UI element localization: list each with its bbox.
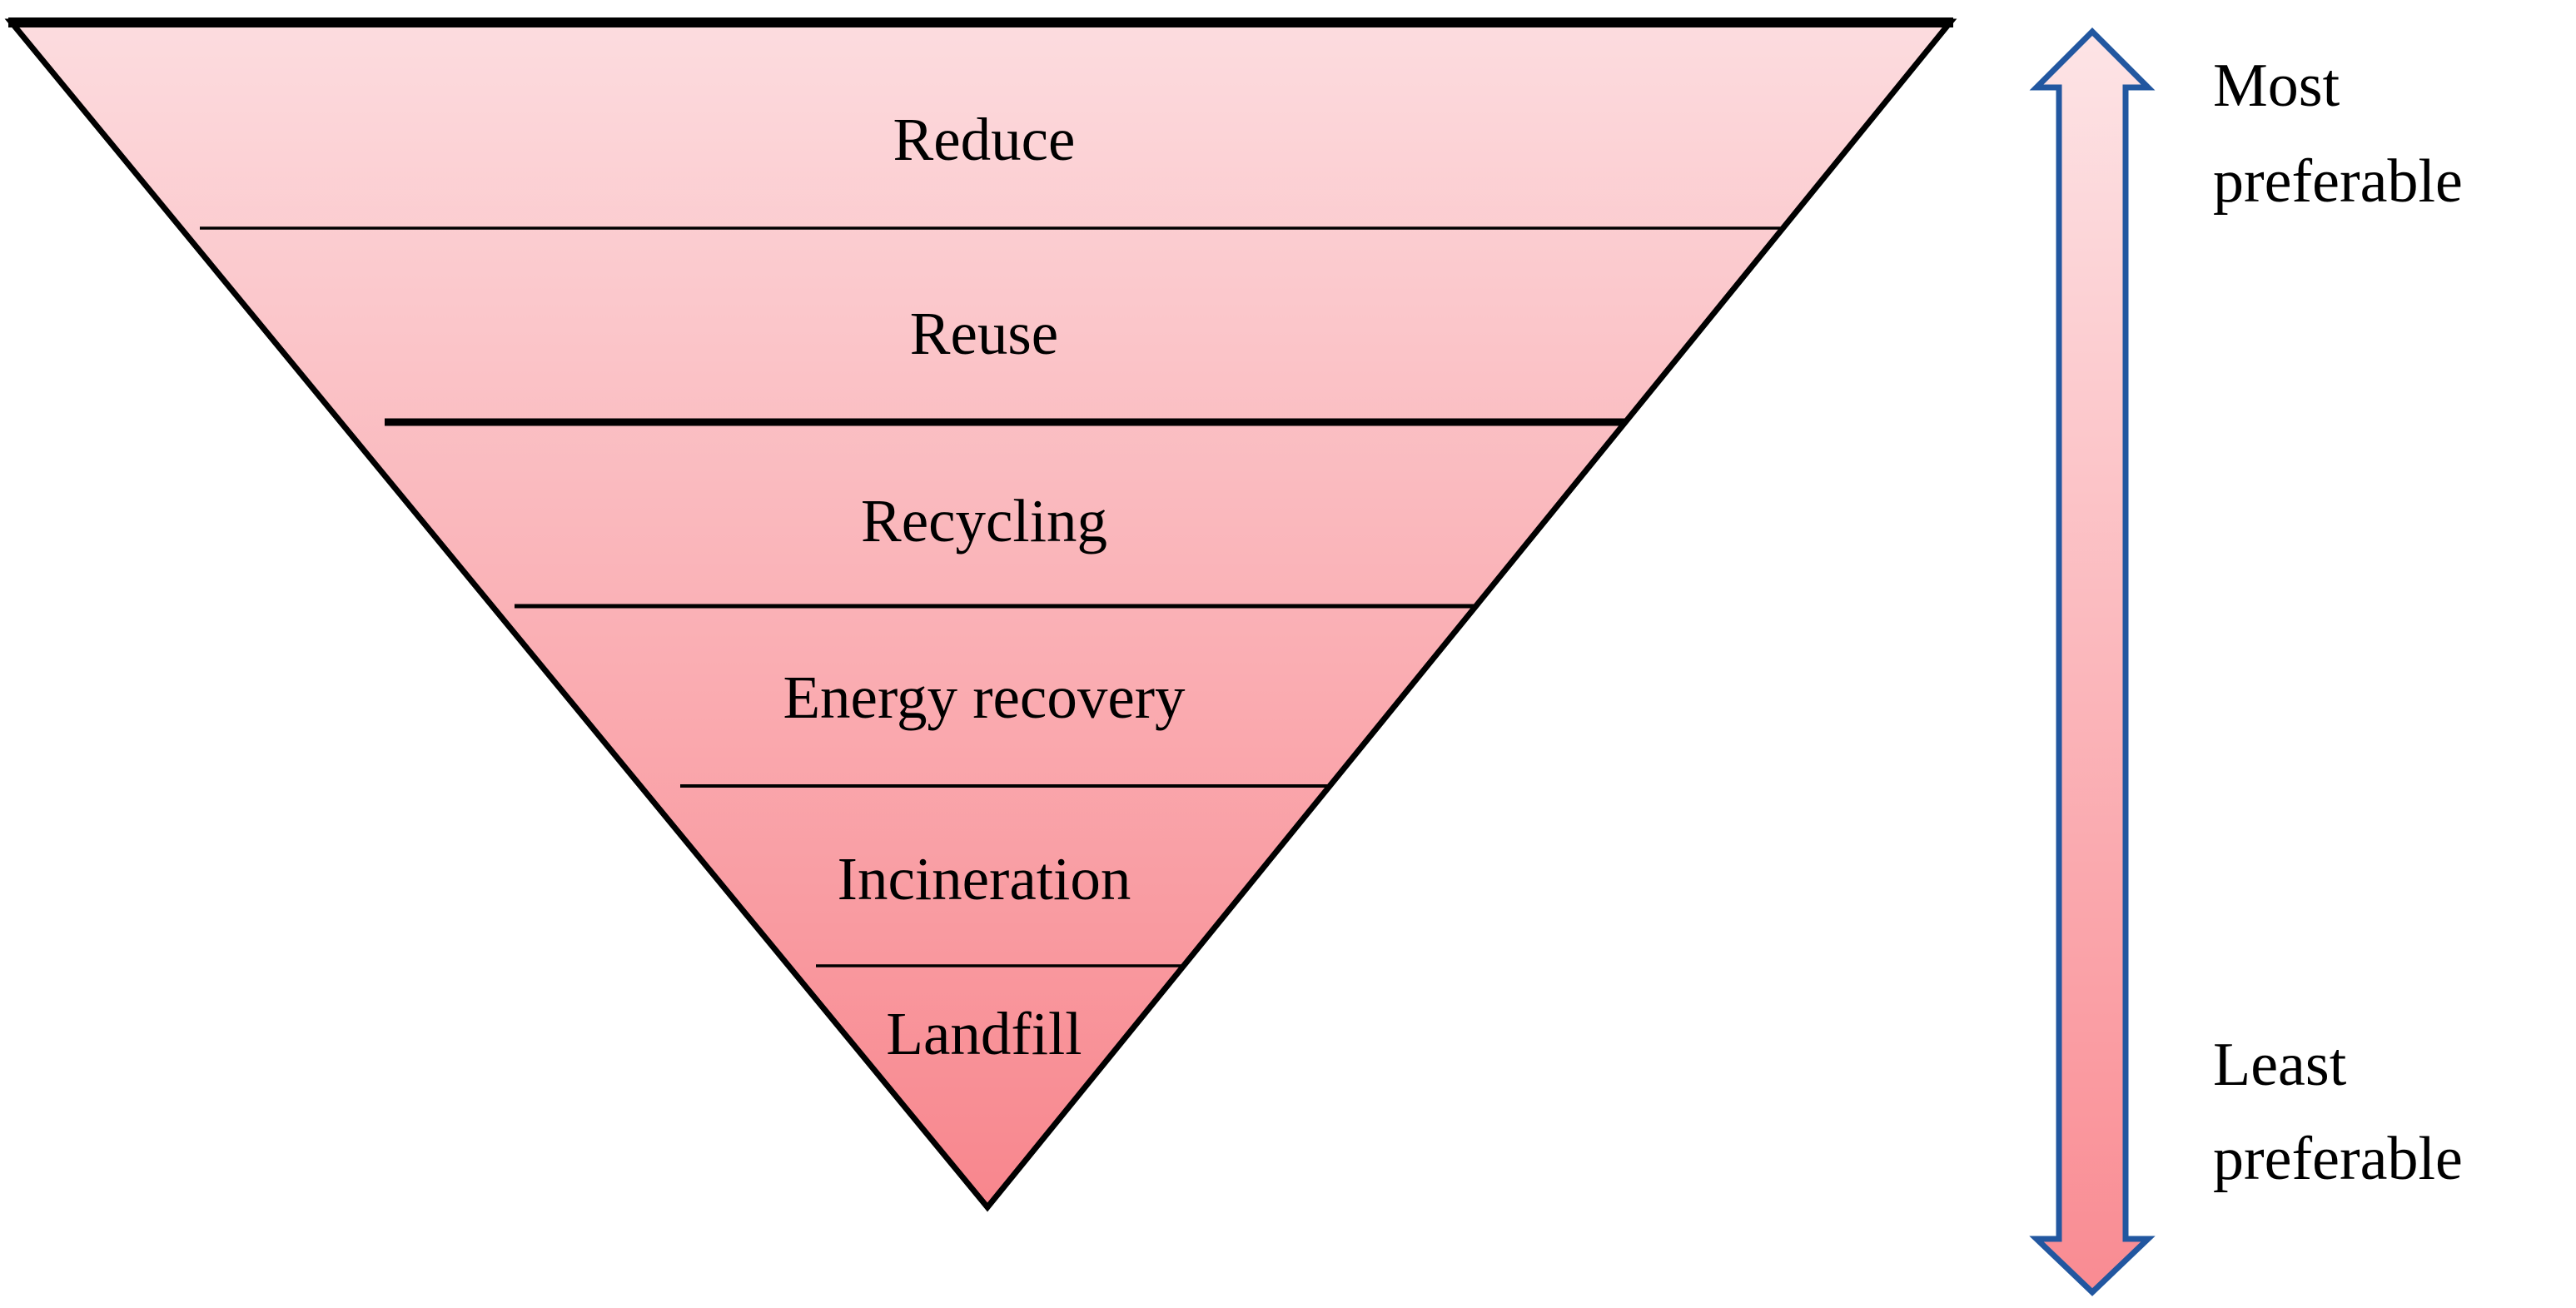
level-label-reduce: Reduce — [893, 106, 1076, 173]
preference-double-arrow-icon — [2029, 27, 2156, 1296]
level-label-landfill: Landfill — [886, 1000, 1082, 1067]
level-label-reuse: Reuse — [910, 300, 1058, 367]
level-label-energy-recovery: Energy recovery — [783, 664, 1186, 731]
most-preferable-label-line2: preferable — [2213, 147, 2463, 216]
level-label-recycling: Recycling — [861, 487, 1107, 555]
least-preferable-label-line2: preferable — [2213, 1125, 2463, 1193]
level-label-incineration: Incineration — [838, 845, 1131, 913]
least-preferable-label-line1: Least — [2213, 1031, 2347, 1099]
most-preferable-label-line1: Most — [2213, 52, 2340, 120]
